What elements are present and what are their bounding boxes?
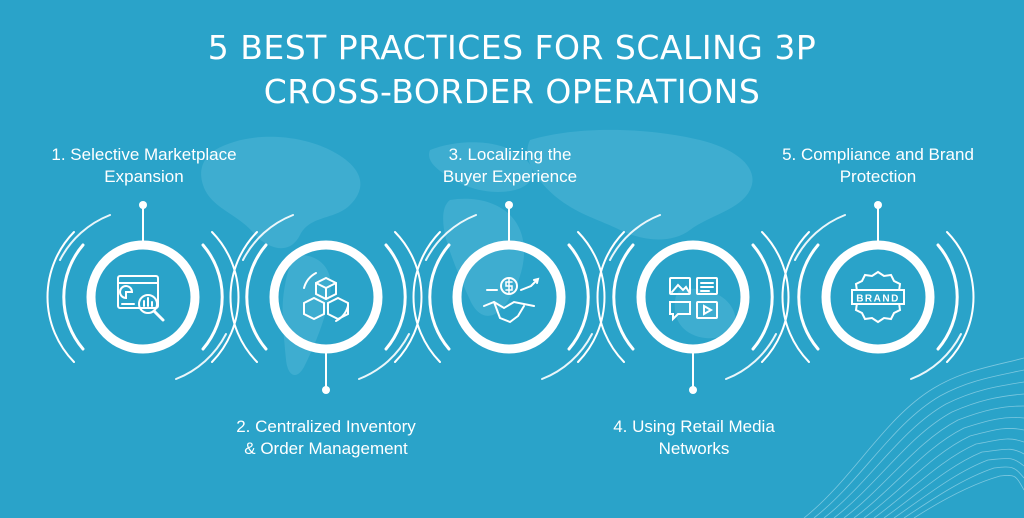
practice-label-2-line-1: 2. Centralized Inventory (236, 417, 416, 436)
practice-label-5-line-2: Protection (839, 167, 917, 186)
brand-badge-text: BRAND (856, 294, 900, 305)
practice-label-4-line-1: 4. Using Retail Media (613, 417, 775, 436)
title-line-1: 5 BEST PRACTICES FOR SCALING 3P (207, 28, 817, 67)
practice-label-1-line-1: 1. Selective Marketplace (51, 145, 237, 164)
practice-node-1 (46, 201, 240, 380)
practice-node-4 (596, 214, 790, 394)
practice-label-1-line-2: Expansion (104, 167, 184, 186)
practice-label-2-line-2: & Order Management (244, 439, 408, 458)
practice-node-5 (781, 201, 975, 380)
media-grid-icon (669, 277, 718, 322)
handshake-dollar-icon (483, 277, 540, 324)
practice-label-5: 5. Compliance and Brand Protection (768, 144, 988, 188)
practice-label-4: 4. Using Retail Media Networks (584, 416, 804, 460)
page-title: 5 BEST PRACTICES FOR SCALING 3P CROSS-BO… (0, 26, 1024, 114)
analytics-magnifier-icon (117, 275, 165, 322)
practice-label-4-line-2: Networks (658, 439, 730, 458)
practice-label-3-line-1: 3. Localizing the (448, 145, 572, 164)
title-line-2: CROSS-BORDER OPERATIONS (263, 72, 761, 111)
practice-label-3: 3. Localizing the Buyer Experience (400, 144, 620, 188)
practice-node-3 (412, 201, 606, 380)
brand-badge-icon (851, 270, 905, 324)
practice-node-2 (229, 214, 423, 394)
practice-label-5-line-1: 5. Compliance and Brand (782, 145, 974, 164)
practice-label-1: 1. Selective Marketplace Expansion (34, 144, 254, 188)
practice-label-3-line-2: Buyer Experience (442, 167, 578, 186)
boxes-cycle-icon (303, 272, 349, 322)
practice-label-2: 2. Centralized Inventory & Order Managem… (216, 416, 436, 460)
